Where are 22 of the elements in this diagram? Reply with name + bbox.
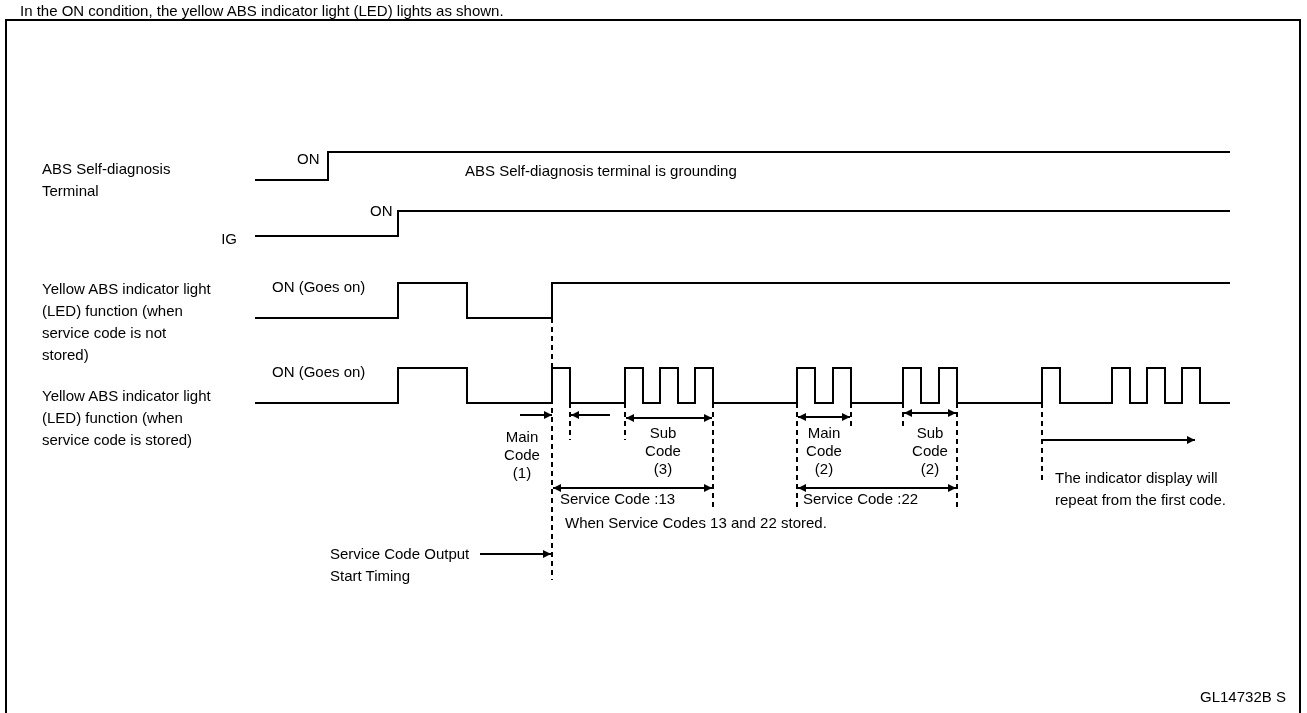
dimension-label: Service Code :22 [803, 490, 919, 508]
note-text: The indicator display will repeat from the first code. [1055, 468, 1227, 510]
arrow [479, 550, 552, 558]
drawing-number: GL14732B S [1200, 687, 1286, 707]
heading-text: In the ON condition, the yellow ABS indicator light (LED) lights as shown. [20, 1, 504, 21]
dimension-label: Main Code (2) [805, 424, 843, 478]
signal-label: Yellow ABS indicator light (LED) function (when service code is stored) [42, 386, 212, 450]
dimension-label: Sub Code (2) [911, 424, 949, 478]
dimension-label: Main Code (1) [503, 428, 541, 482]
timing-line [551, 317, 553, 581]
state-label: ON (Goes on) [272, 277, 366, 297]
annotation-text: ABS Self-diagnosis terminal is grounding [465, 161, 737, 181]
dimension-label: Sub Code (3) [644, 424, 682, 478]
state-label: ON [370, 201, 393, 221]
signal-label: Yellow ABS indicator light (LED) function (when service code is not stored) [42, 279, 212, 365]
signal-label: IG [220, 229, 237, 249]
dimension-label: Service Code :13 [560, 490, 676, 508]
state-label: ON [297, 149, 320, 169]
signal-label: ABS Self-diagnosis Terminal [42, 159, 172, 201]
note-text: When Service Codes 13 and 22 stored. [565, 513, 827, 533]
state-label: ON (Goes on) [272, 362, 366, 382]
annotation-text: Service Code Output Start Timing [330, 543, 480, 587]
